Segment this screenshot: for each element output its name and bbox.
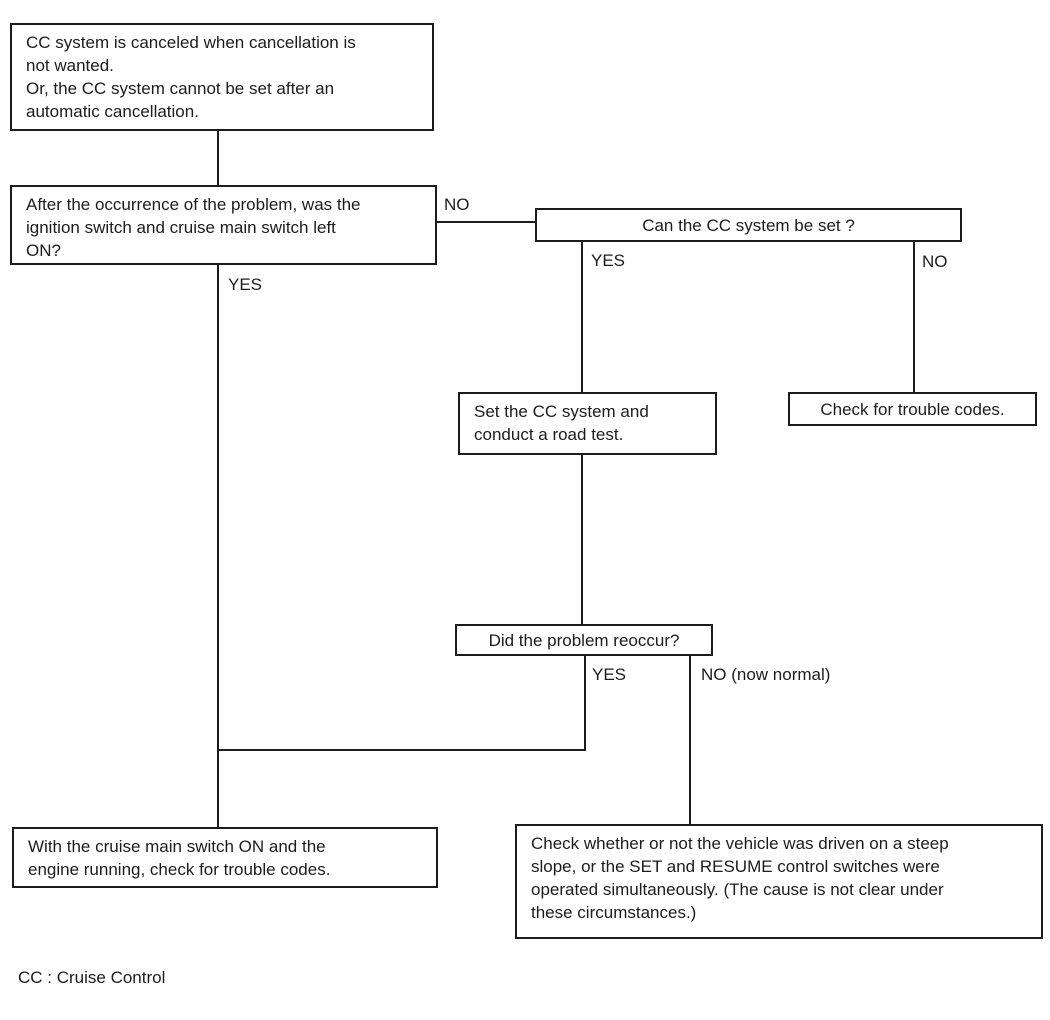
node-road-test: Set the CC system and conduct a road tes… xyxy=(458,392,717,455)
branch-label-ignition-no: NO xyxy=(444,195,470,214)
node-can-set-question: Can the CC system be set ? xyxy=(535,208,962,242)
connector-canset-no-vertical xyxy=(913,241,915,392)
branch-label-canset-yes: YES xyxy=(591,251,626,270)
connector-canset-yes-vertical xyxy=(581,241,583,392)
connector-ignition-no-horizontal xyxy=(436,221,536,223)
connector-ignition-yes-vertical xyxy=(217,265,219,827)
connector-reoccur-yes-horizontal xyxy=(217,749,586,751)
branch-label-ignition-yes: YES xyxy=(228,275,263,294)
branch-label-reoccur-no: NO (now normal) xyxy=(701,665,831,684)
node-ignition-question: After the occurrence of the problem, was… xyxy=(10,185,437,265)
node-main-switch-check: With the cruise main switch ON and the e… xyxy=(12,827,438,888)
connector-reoccur-no-vertical xyxy=(689,655,691,824)
node-check-trouble-codes: Check for trouble codes. xyxy=(788,392,1037,426)
connector-reoccur-yes-vertical xyxy=(584,655,586,751)
connector-problem-to-ignition xyxy=(217,130,219,185)
node-steep-slope-check: Check whether or not the vehicle was dri… xyxy=(515,824,1043,939)
node-reoccur-question: Did the problem reoccur? xyxy=(455,624,713,656)
branch-label-canset-no: NO xyxy=(922,252,948,271)
branch-label-reoccur-yes: YES xyxy=(592,665,627,684)
legend-cc-definition: CC : Cruise Control xyxy=(18,968,166,987)
connector-roadtest-to-reoccur xyxy=(581,455,583,624)
node-problem-statement: CC system is canceled when cancellation … xyxy=(10,23,434,131)
